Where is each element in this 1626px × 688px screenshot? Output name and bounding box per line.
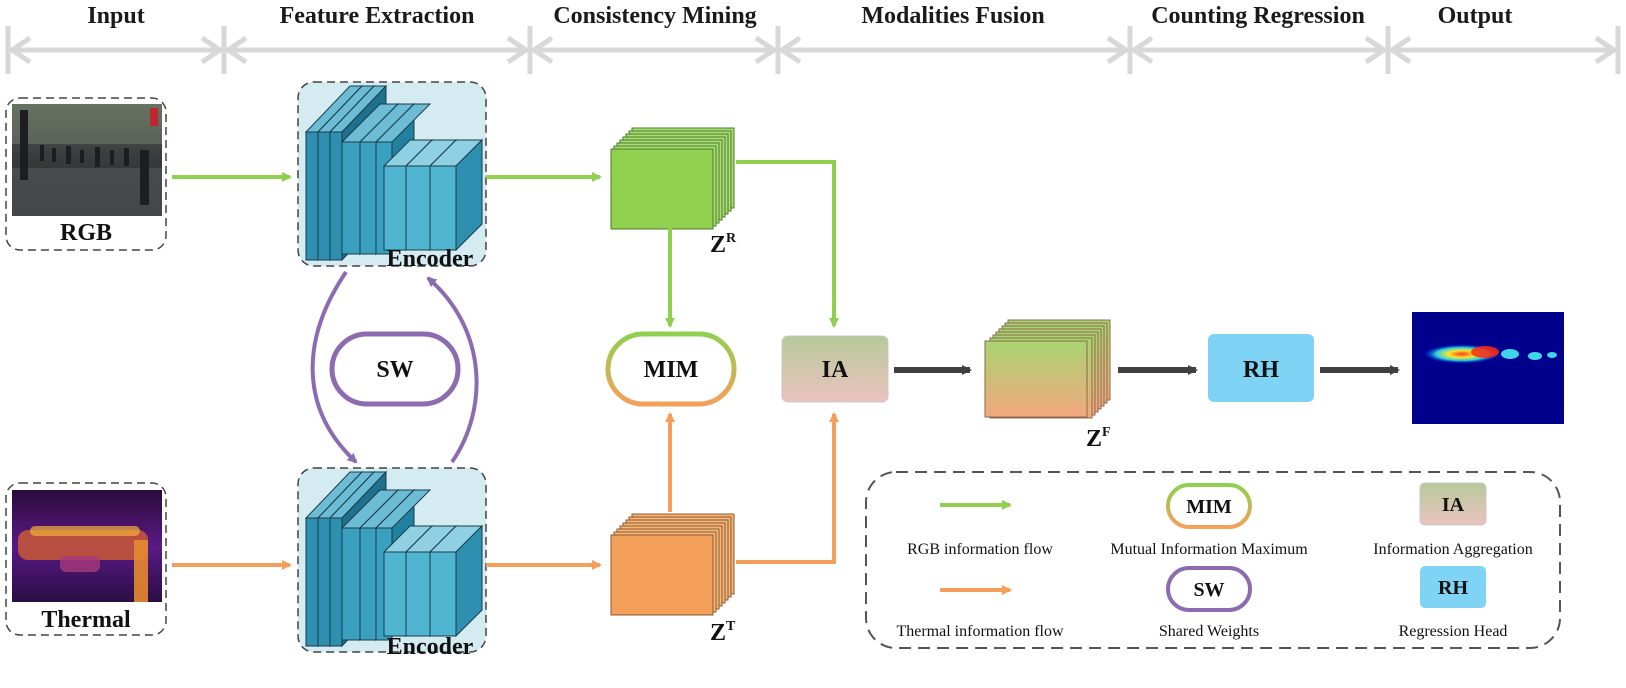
legend-mim-desc: Mutual Information Maximum (1110, 541, 1308, 558)
rgb-input: RGB (5, 97, 167, 251)
encoder-blocks-bottom (304, 470, 484, 648)
legend: RGB information flow Thermal information… (865, 471, 1561, 649)
rgb-label: RGB (60, 220, 112, 246)
legend-rgb-flow: RGB information flow (907, 541, 1053, 558)
thermal-input: Thermal (5, 482, 167, 636)
feature-zt: ZT (610, 513, 736, 646)
rh-block: RH (1208, 334, 1314, 402)
arrow-zt-to-ia (736, 412, 839, 564)
stage-modalities-fusion: Modalities Fusion (861, 3, 1044, 29)
legend-ia-desc: Information Aggregation (1373, 541, 1533, 558)
stage-header: Input Feature Extraction Consistency Min… (5, 3, 1621, 74)
legend-ia-block (1419, 482, 1487, 526)
density-map-output (1412, 312, 1564, 424)
sw-arrow-up (426, 276, 479, 464)
shared-weights: SW (310, 270, 479, 464)
encoder-bottom-label: Encoder (387, 634, 474, 660)
feature-zf: ZF (984, 319, 1111, 452)
mim-label: MIM (644, 357, 699, 383)
thermal-image (12, 490, 162, 602)
encoder-top-label: Encoder (387, 246, 474, 272)
thermal-label: Thermal (41, 607, 131, 633)
stage-feature-extraction: Feature Extraction (280, 3, 475, 29)
zr-label: ZR (710, 231, 737, 258)
legend-rh-block (1420, 566, 1486, 608)
mim-block: MIM (605, 331, 737, 407)
stage-output: Output (1438, 3, 1513, 29)
stage-input: Input (87, 3, 144, 29)
legend-rh-label: RH (1438, 577, 1468, 599)
legend-rh-desc: Regression Head (1399, 623, 1508, 640)
encoder-top: Encoder (297, 81, 487, 272)
legend-mim-block (1166, 483, 1252, 529)
stage-consistency-mining: Consistency Mining (553, 3, 756, 29)
rh-label: RH (1243, 357, 1279, 383)
legend-sw-desc: Shared Weights (1159, 623, 1259, 640)
legend-sw-block (1166, 566, 1252, 612)
sw-block (329, 331, 461, 407)
legend-sw-label: SW (1193, 579, 1224, 601)
feature-zr: ZR (610, 127, 737, 258)
encoder-bottom: Encoder (297, 467, 487, 660)
arrow-zr-to-ia (736, 160, 839, 328)
legend-thermal-flow: Thermal information flow (896, 623, 1064, 640)
sw-arrow-down (310, 270, 358, 464)
encoder-blocks-top (304, 84, 484, 262)
ia-block: IA (781, 335, 889, 403)
legend-ia-label: IA (1442, 494, 1465, 516)
legend-mim-label: MIM (1186, 496, 1232, 518)
zt-label: ZT (710, 619, 736, 646)
zf-label: ZF (1086, 425, 1111, 452)
stage-counting-regression: Counting Regression (1151, 3, 1365, 29)
sw-label: SW (376, 357, 413, 383)
stage-dividers (5, 26, 1621, 74)
stage-span-arrows (9, 35, 1617, 65)
rgb-image (12, 104, 162, 216)
ia-label: IA (822, 357, 849, 383)
